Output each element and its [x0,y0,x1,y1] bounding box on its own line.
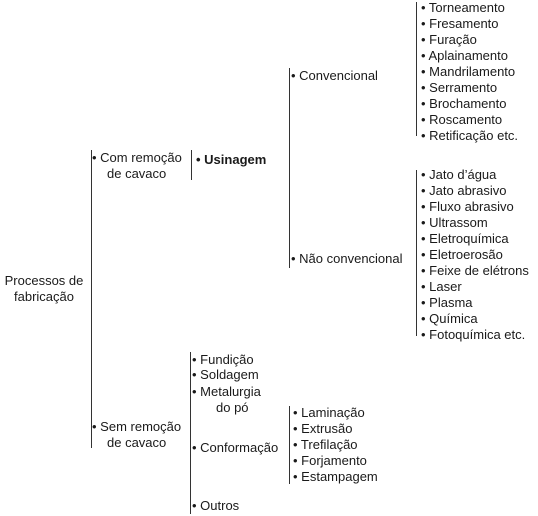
nao-convencional-bracket [416,170,417,336]
convencional-bracket [416,2,417,136]
nao-convencional-item: • Eletroerosão [421,247,503,262]
conformacao-item: • Extrusão [293,421,353,436]
root-label: Processos de fabricação [2,273,86,305]
conformacao-item: • Estampagem [293,469,378,484]
conformacao-item: • Laminação [293,405,365,420]
conformacao-bracket [289,406,290,484]
convencional-item: • Roscamento [421,112,503,127]
conformacao-item: • Forjamento [293,453,367,468]
convencional-item: • Retificação etc. [421,128,519,143]
nao-convencional-item: • Fotoquímica etc. [421,327,526,342]
nao-convencional-list: • Jato d’água • Jato abrasivo • Fluxo ab… [421,167,529,343]
com-remocao-line2: de cavaco [107,166,167,181]
nao-convencional-item: • Plasma [421,295,473,310]
metalurgia-line1: • Metalurgia [192,384,261,399]
nao-convencional-item: • Ultrassom [421,215,488,230]
convencional-label: • Convencional [291,68,378,83]
convencional-item: • Mandrilamento [421,64,516,79]
sem-remocao-line1: • Sem remoção [92,419,182,434]
soldagem-label: • Soldagem [192,367,259,382]
sem-remocao-label: • Sem remoção de cavaco [92,419,181,451]
root-label-line1: Processos de [4,273,84,288]
nao-convencional-item: • Jato d’água [421,167,497,182]
metalurgia-label: • Metalurgia do pó [192,384,261,416]
sem-remocao-line2: de cavaco [107,435,167,450]
sem-remocao-bracket [190,352,191,514]
com-remocao-label: • Com remoção de cavaco [92,150,182,182]
convencional-item: • Brochamento [421,96,507,111]
usinagem-bracket [191,150,192,180]
convencional-item: • Aplainamento [421,48,508,63]
level1-bracket [91,150,92,448]
convencional-item: • Serramento [421,80,498,95]
nao-convencional-item: • Jato abrasivo [421,183,507,198]
nao-convencional-item: • Eletroquímica [421,231,509,246]
outros-label: • Outros [192,498,240,513]
usinagem-types-bracket [289,68,290,268]
conformacao-item: • Trefilação [293,437,358,452]
nao-convencional-item: • Feixe de elétrons [421,263,529,278]
root-label-line2: fabricação [14,289,74,304]
metalurgia-line2: do pó [216,400,249,415]
convencional-list: • Torneamento • Fresamento • Furação • A… [421,0,518,144]
usinagem-label: • Usinagem [196,152,267,167]
nao-convencional-item: • Fluxo abrasivo [421,199,514,214]
fundicao-label: • Fundição [192,352,254,367]
conformacao-label: • Conformação [192,440,279,455]
nao-convencional-label: • Não convencional [291,251,403,266]
conformacao-list: • Laminação • Extrusão • Trefilação • Fo… [293,405,378,485]
nao-convencional-item: • Laser [421,279,462,294]
convencional-item: • Fresamento [421,16,499,31]
nao-convencional-item: • Química [421,311,478,326]
com-remocao-line1: • Com remoção [92,150,182,165]
convencional-item: • Furação [421,32,477,47]
convencional-item: • Torneamento [421,0,505,15]
